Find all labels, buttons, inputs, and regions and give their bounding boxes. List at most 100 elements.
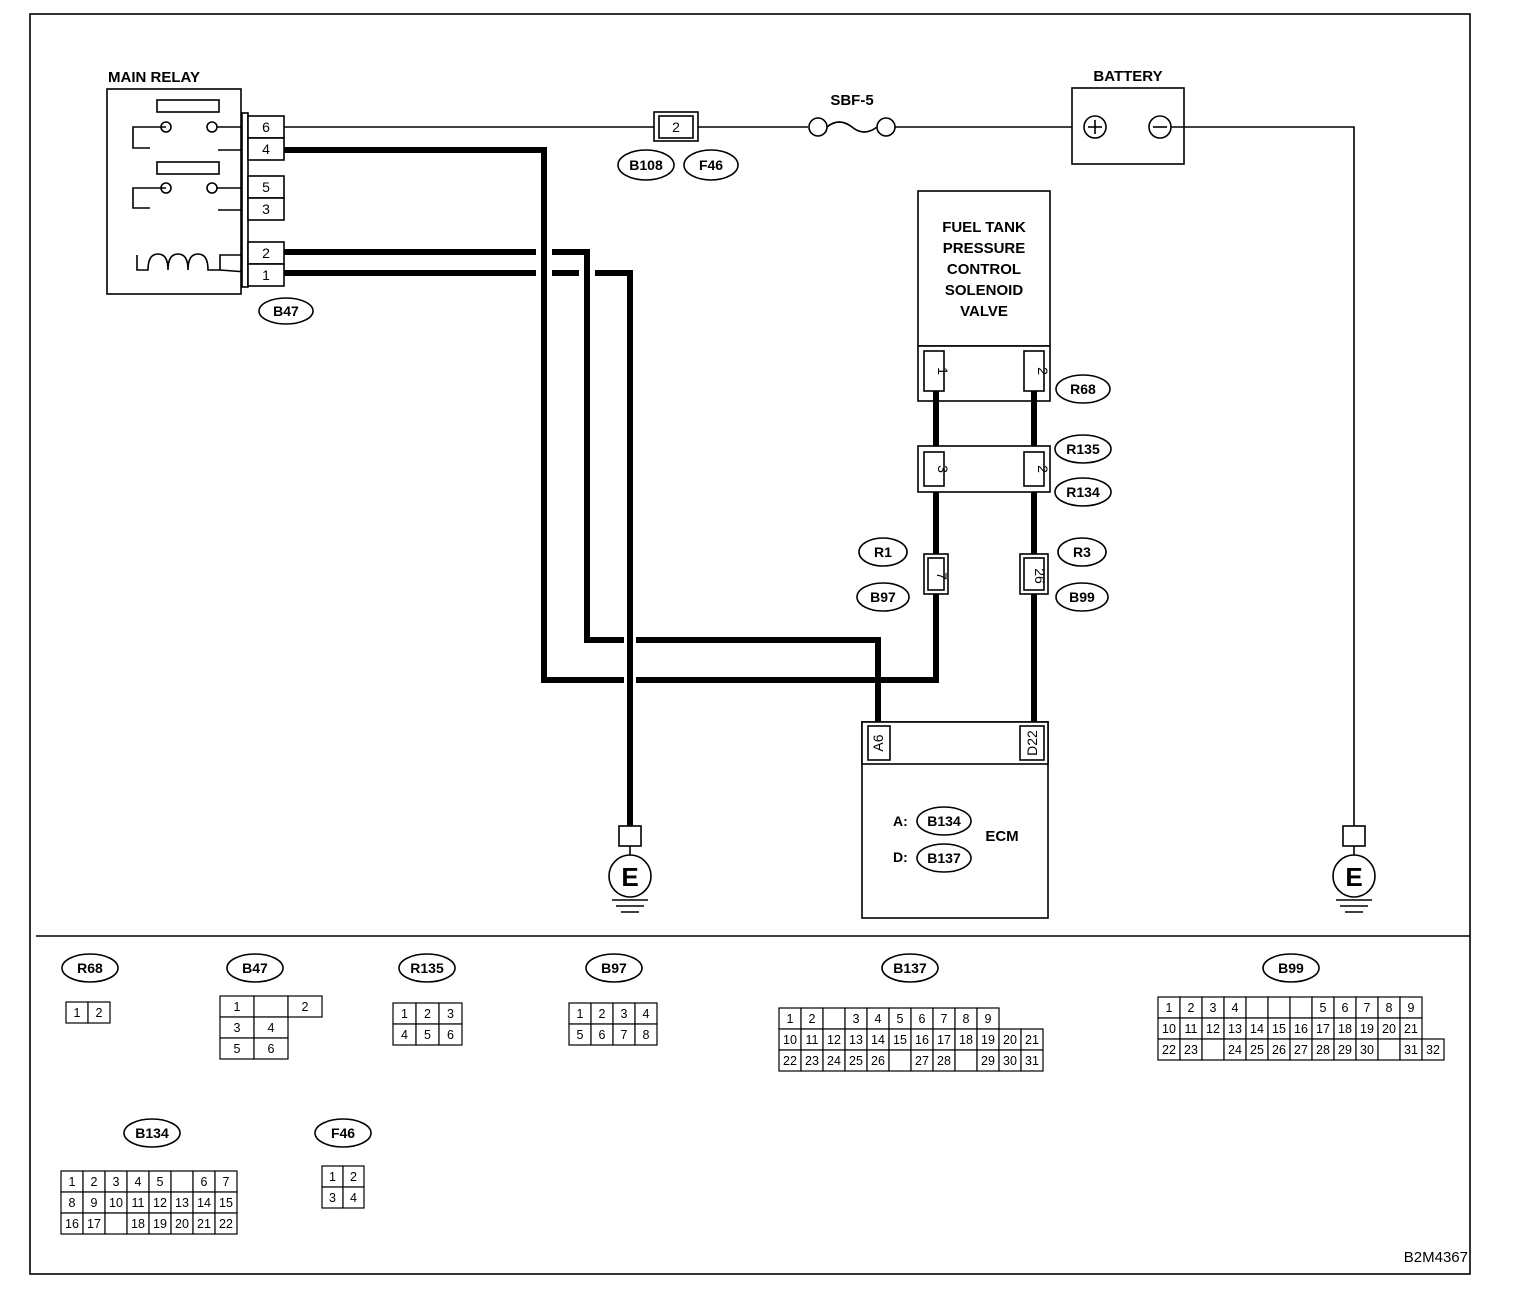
connector-pin-label: 9 [91, 1196, 98, 1210]
relay-pin-4: 4 [262, 141, 270, 157]
connector-cavity [253, 995, 289, 1018]
connector-pin-label: 2 [302, 1000, 309, 1014]
svg-text:B97: B97 [870, 589, 896, 605]
connector-pin-label: 16 [1294, 1022, 1308, 1036]
connector-pin-label: 6 [599, 1028, 606, 1042]
connector-pin-label: 8 [69, 1196, 76, 1210]
svg-text:3: 3 [935, 465, 951, 473]
connector-pin-label: 11 [1185, 1022, 1198, 1036]
connector-pin-label: 27 [1294, 1043, 1308, 1057]
ecm: A6 D22 A: B134 D: B137 ECM [861, 721, 1049, 919]
battery: BATTERY [1071, 68, 1185, 165]
connector-pin-label: 16 [65, 1217, 79, 1231]
ground-left-symbol: E [621, 862, 638, 892]
connector-pin-label: 2 [809, 1012, 816, 1026]
connector-pin-label: 6 [919, 1012, 926, 1026]
connector-pin-label: 3 [234, 1021, 241, 1035]
connector-pin-label: 24 [1228, 1043, 1242, 1057]
connector-cavity [170, 1170, 194, 1193]
connector-cavity [253, 1037, 289, 1060]
connector-view-tag: F46 [331, 1125, 355, 1141]
connector-cavity [954, 1049, 978, 1072]
main-relay: MAIN RELAY 6 4 5 3 2 1 [106, 69, 285, 295]
tag-b97: B97 [856, 582, 910, 612]
connector-pin-label: 18 [1338, 1022, 1352, 1036]
connector-pin-label: 2 [424, 1007, 431, 1021]
connector-cavity [87, 1001, 111, 1024]
connector-pin-label: 12 [1206, 1022, 1220, 1036]
connector-cavity [287, 995, 323, 1018]
connector-pin-label: 25 [1250, 1043, 1264, 1057]
connector-view-tag: B97 [601, 960, 627, 976]
relay-pin-5: 5 [262, 179, 270, 195]
connector-pin-label: 14 [197, 1196, 211, 1210]
connector-pin-label: 10 [109, 1196, 123, 1210]
relay-pin-6: 6 [262, 119, 270, 135]
svg-text:F46: F46 [699, 157, 723, 173]
connector-cavity [1245, 996, 1269, 1019]
connector-cavity [104, 1212, 128, 1235]
connector-pin-label: 28 [1316, 1043, 1330, 1057]
connector-pin-label: 1 [69, 1175, 76, 1189]
connector-pin-label: 30 [1360, 1043, 1374, 1057]
connector-pin-label: 1 [577, 1007, 584, 1021]
connector-pin-label: 10 [783, 1033, 797, 1047]
connector-view-tag: B47 [242, 960, 268, 976]
connector-pin-label: 8 [1386, 1001, 1393, 1015]
connector-pin-label: 2 [1188, 1001, 1195, 1015]
battery-positive-icon [1083, 115, 1107, 139]
svg-text:R134: R134 [1066, 484, 1100, 500]
connector-pin-label: 4 [875, 1012, 882, 1026]
connector-view-tag: B99 [1278, 960, 1304, 976]
connector-pin-label: 2 [599, 1007, 606, 1021]
svg-text:SOLENOID: SOLENOID [945, 282, 1024, 299]
connector-pin-label: 1 [329, 1170, 336, 1184]
fuel-tank-pressure-control-solenoid-valve: FUEL TANK PRESSURE CONTROL SOLENOID VALV… [917, 190, 1051, 402]
connector-pin-label: 4 [350, 1191, 357, 1205]
connector-pin-label: 4 [268, 1021, 275, 1035]
connector-cavity [1267, 996, 1291, 1019]
connector-pin-label: 19 [1360, 1022, 1374, 1036]
connector-pin-label: 22 [1162, 1043, 1176, 1057]
connector-cavity [1421, 1038, 1445, 1061]
connector-pin-label: 13 [1228, 1022, 1242, 1036]
connector-pin-label: 29 [981, 1054, 995, 1068]
connector-pin-label: 24 [827, 1054, 841, 1068]
fuse-icon [826, 121, 878, 133]
relay-pin-3: 3 [262, 201, 270, 217]
svg-text:A:: A: [893, 813, 908, 829]
connector-pin-label: 31 [1404, 1043, 1418, 1057]
wire-battery-ground [1171, 126, 1355, 826]
connector-cavity [342, 1186, 365, 1209]
connector-view-tag: B137 [893, 960, 927, 976]
connector-pin-label: 4 [1232, 1001, 1239, 1015]
connector-pin-label: 30 [1003, 1054, 1017, 1068]
connector-pin-label: 23 [805, 1054, 819, 1068]
tag-r3: R3 [1057, 537, 1107, 567]
connector-cavity [1020, 1049, 1044, 1072]
r68-pin-2: 2 [1035, 367, 1051, 375]
connector-pin-label: 22 [783, 1054, 797, 1068]
connector-pin-label: 11 [132, 1196, 145, 1210]
diagram-frame [29, 13, 1471, 1275]
connector-pin-label: 5 [234, 1042, 241, 1056]
connector-cavity [1377, 1038, 1401, 1061]
connector-pin-label: 6 [1342, 1001, 1349, 1015]
connector-pin-label: 14 [871, 1033, 885, 1047]
connector-cavity [888, 1049, 912, 1072]
connector-pin-label: 8 [963, 1012, 970, 1026]
connector-pin-label: 1 [787, 1012, 794, 1026]
connector-pin-label: 27 [915, 1054, 929, 1068]
connector-pin-label: 4 [643, 1007, 650, 1021]
connector-pin-label: 1 [401, 1007, 408, 1021]
connector-pin-label: 32 [1426, 1043, 1440, 1057]
connector-pin-label: 17 [1316, 1022, 1330, 1036]
svg-text:R135: R135 [1066, 441, 1100, 457]
connector-pin-label: 6 [447, 1028, 454, 1042]
